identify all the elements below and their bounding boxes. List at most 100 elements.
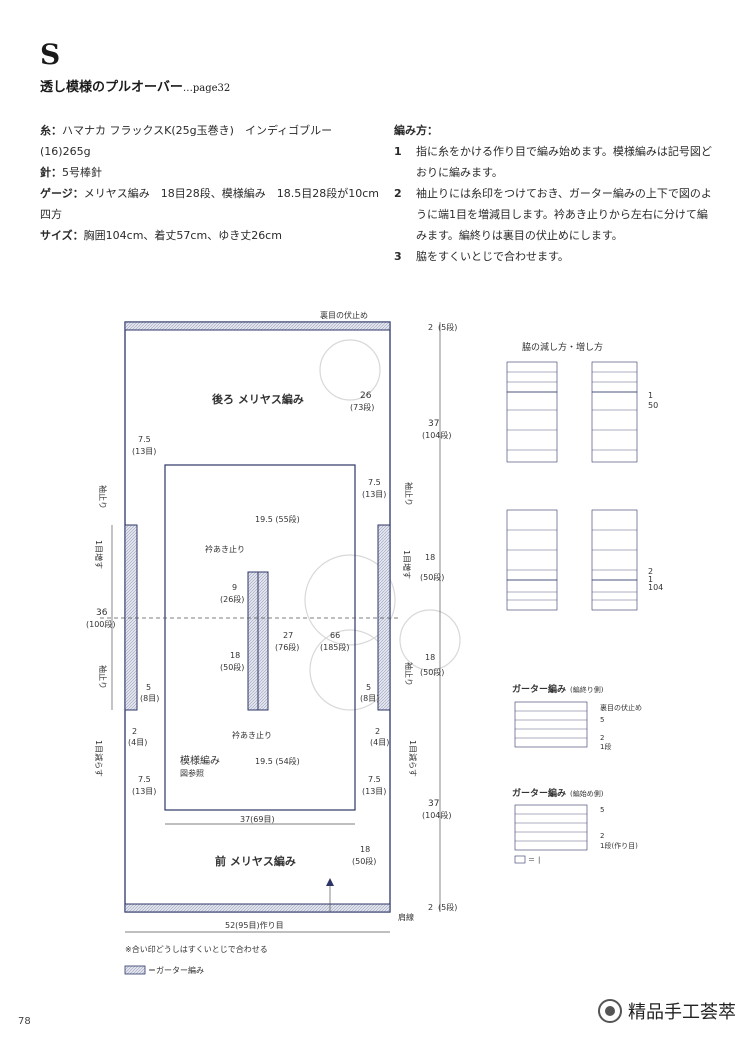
garter2-title: ガーター編み	[512, 787, 566, 799]
garter2-legend-symbol: |	[538, 856, 540, 864]
dim: (50段)	[420, 572, 444, 582]
dim: 37	[428, 419, 439, 429]
garter2-legend-box	[514, 855, 526, 864]
garter1-sub: (編終り側)	[570, 685, 604, 694]
garter2-grid	[514, 804, 588, 851]
dim: (5段)	[438, 322, 457, 332]
side-chart-label: 1	[648, 575, 653, 584]
page-number: 78	[18, 1016, 31, 1027]
dim: (13目)	[362, 787, 386, 796]
legend-text: ＝ガーター編み	[148, 965, 204, 975]
label-decrease: 1目減らす	[94, 740, 104, 777]
dim: (50段)	[220, 662, 244, 672]
dim: 2	[375, 727, 380, 736]
garter2-sub: (編始め側)	[570, 789, 604, 798]
dim: (104段)	[422, 810, 452, 820]
dim: 7.5	[368, 775, 381, 784]
material-yarn: 糸：ハマナカ フラックスK(25g玉巻き) インディゴブルー(16)265g	[40, 124, 333, 158]
garter1-label: 2	[600, 734, 604, 742]
dim: 18	[360, 845, 370, 854]
dim: 18	[425, 553, 435, 562]
material-gauge: ゲージ：メリヤス編み 18目28段、模様編み 18.5目28段が10cm四方	[40, 187, 380, 221]
dim: 37(69目)	[240, 815, 275, 824]
watermark	[304, 339, 461, 711]
dim: (100段)	[86, 619, 116, 629]
pattern-panel	[164, 464, 356, 811]
dim: (5段)	[438, 902, 457, 912]
label-increase: 1目増す	[402, 550, 412, 579]
dim: (8目)	[360, 694, 379, 703]
dim: (50段)	[352, 856, 376, 866]
dim: 37	[428, 799, 439, 809]
dim: (50段)	[420, 667, 444, 677]
garter-bottom	[124, 903, 391, 913]
dim: (4目)	[128, 738, 147, 747]
dim: (13目)	[132, 787, 156, 796]
dim: (73段)	[350, 402, 374, 412]
label-decrease: 1目減らす	[408, 740, 418, 777]
page-reference: …page32	[182, 83, 231, 94]
brand-name: 精品手工荟萃	[628, 1002, 736, 1023]
dim: 7.5	[368, 478, 381, 487]
dim: 19.5 (55段)	[255, 514, 300, 524]
label-sleeve-stop: 袖止り	[98, 485, 108, 509]
title-text: 透し模様のプルオーバー	[40, 80, 183, 95]
dim: 19.5 (54段)	[255, 756, 300, 766]
dim: 27	[283, 631, 293, 640]
dim: 26	[360, 391, 372, 401]
dim: 5	[366, 683, 371, 692]
brand-icon	[598, 999, 622, 1023]
dim: 2	[428, 323, 433, 332]
footnote: ※合い印どうしはすくいとじで合わせる	[125, 944, 268, 954]
label-shoulder: 肩線	[398, 912, 414, 922]
garter1-title: ガーター編み	[512, 683, 566, 695]
garter-top	[124, 321, 391, 331]
side-chart-label: 1	[648, 391, 653, 400]
garter1-label: 1段	[600, 742, 611, 751]
dim: 7.5	[138, 435, 151, 444]
label-neck-bottom: 衿あき止り	[232, 730, 272, 740]
side-chart-title: 脇の減し方・増し方	[522, 341, 603, 353]
label-front: 前 メリヤス編み	[215, 854, 296, 868]
garter2-label: 1段(作り目)	[600, 841, 638, 850]
materials-list: 糸：ハマナカ フラックスK(25g玉巻き) インディゴブルー(16)265g 針…	[40, 120, 380, 246]
garter-left	[124, 524, 138, 711]
side-chart-label: 104	[648, 583, 663, 592]
label-bind-off: 裏目の伏止め	[320, 310, 368, 320]
material-size: サイズ：胸囲104cm、着丈57cm、ゆき丈26cm	[40, 229, 282, 242]
pattern-title: 透し模様のプルオーバー…page32	[40, 76, 230, 95]
label-sleeve-stop: 袖止り	[404, 482, 414, 506]
dim: 7.5	[138, 775, 151, 784]
dim: 66	[330, 631, 340, 640]
brand-logo: 精品手工荟萃	[598, 998, 736, 1024]
dim: (26段)	[220, 594, 244, 604]
material-needle: 針：5号棒針	[40, 166, 102, 179]
garter2-legend: ＝	[528, 856, 535, 864]
dim: 9	[232, 583, 237, 592]
garter2-label: 2	[600, 832, 604, 840]
dim: 2	[132, 727, 137, 736]
legend-swatch	[124, 965, 146, 975]
garter2-label: 5	[600, 806, 604, 814]
garter1-label: 5	[600, 716, 604, 724]
label-sleeve-stop: 袖止り	[98, 665, 108, 689]
side-chart-grid	[506, 361, 638, 611]
dim: (8目)	[140, 694, 159, 703]
label-pattern: 模様編み	[180, 754, 220, 767]
side-chart-label: 2	[648, 567, 653, 576]
garter1-grid	[514, 701, 588, 748]
dim: 52(95目)作り目	[225, 920, 284, 930]
label-sleeve-stop: 袖止り	[404, 662, 414, 686]
pattern-letter: S	[40, 38, 61, 71]
dim: (13目)	[362, 490, 386, 499]
label-back: 後ろ メリヤス編み	[212, 392, 304, 406]
label-increase: 1目増す	[94, 540, 104, 569]
dim: (185段)	[320, 642, 350, 652]
label-pattern-sub: 図参照	[180, 768, 204, 778]
dim: 36	[96, 608, 108, 618]
instructions-heading: 編み方：	[394, 124, 438, 137]
dim: (13目)	[132, 447, 156, 456]
